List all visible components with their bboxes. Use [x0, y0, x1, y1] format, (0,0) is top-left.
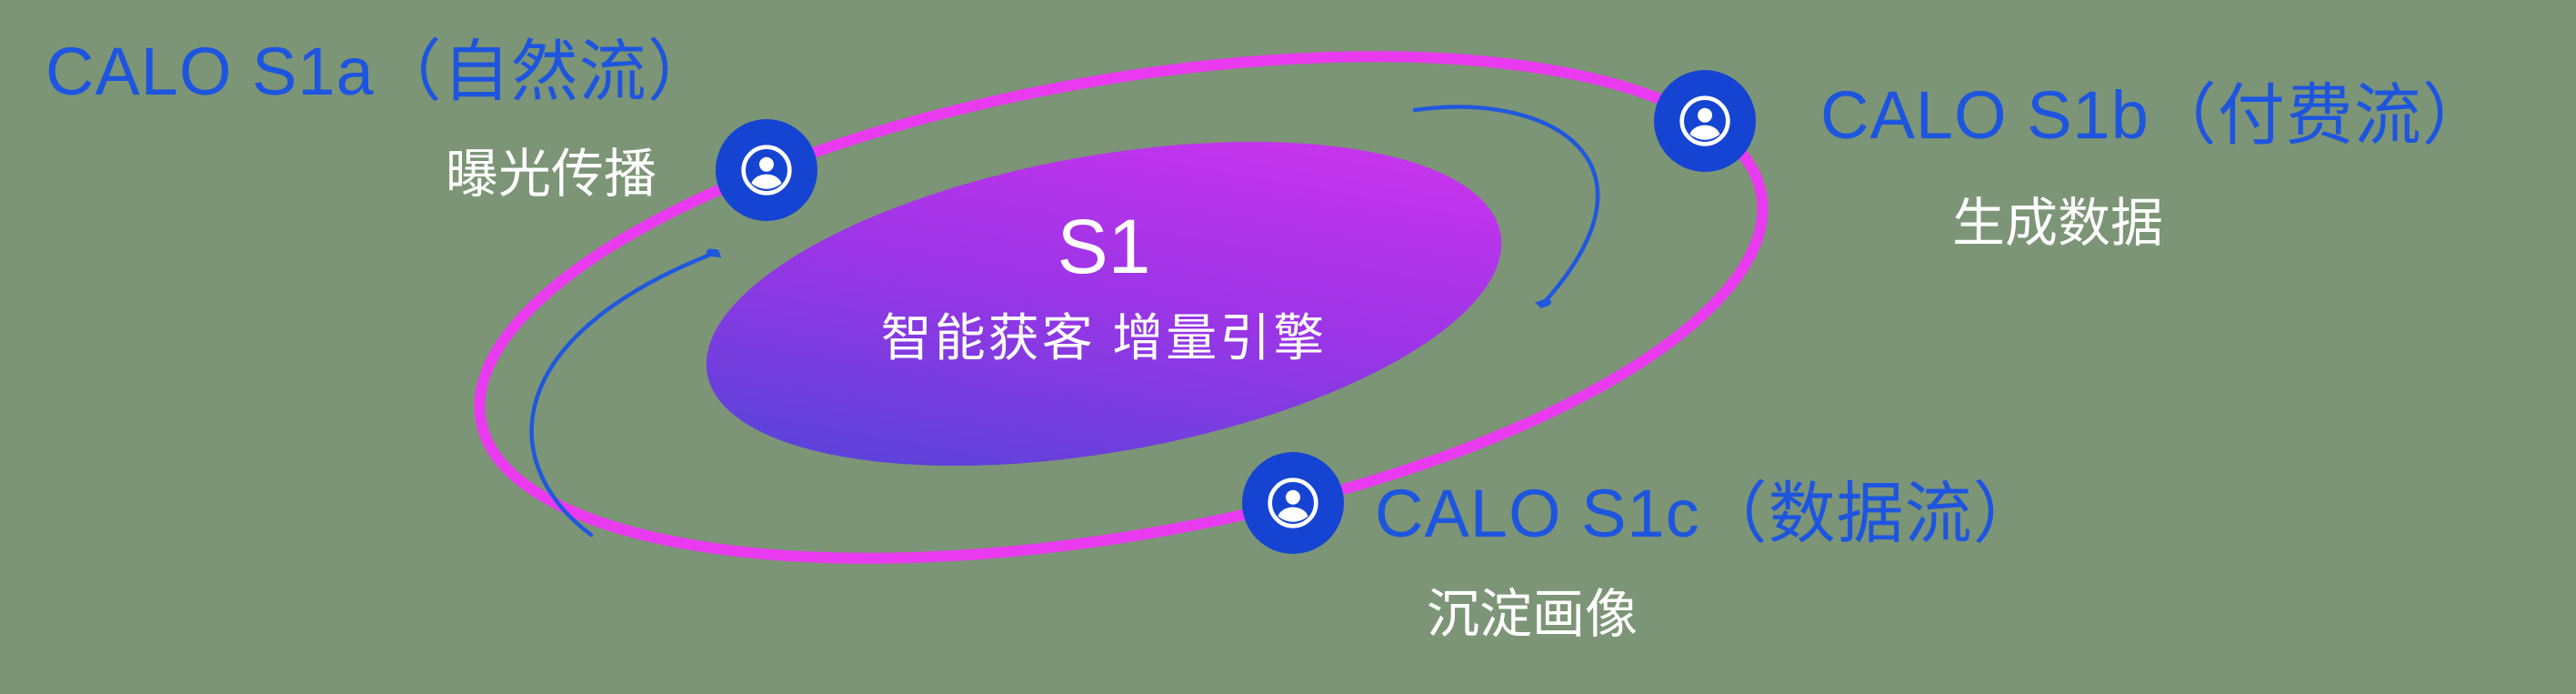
- label-s1c: CALO S1c（数据流）: [1375, 476, 2041, 551]
- label-s1b: CALO S1b（付费流）: [1820, 77, 2491, 153]
- sublabel-s1a: 曝光传播: [446, 145, 657, 204]
- sublabel-s1c: 沉淀画像: [1427, 585, 1639, 644]
- user-circle-icon: [1679, 96, 1730, 146]
- core-subtitle: 智能获客 增量引擎: [880, 308, 1328, 367]
- user-circle-icon: [1268, 478, 1318, 528]
- label-s1a: CALO S1a（自然流）: [45, 34, 716, 109]
- node-s1b: [1654, 70, 1756, 172]
- orbit-ring: [474, 51, 1769, 564]
- sublabel-s1b: 生成数据: [1952, 194, 2164, 253]
- user-circle-icon: [741, 145, 792, 196]
- core-ellipse: [706, 141, 1502, 467]
- node-s1c: [1242, 452, 1344, 554]
- core-title: S1: [1057, 204, 1151, 289]
- flow-arrow-right-icon: [1412, 105, 1600, 304]
- flow-arrow-left-icon: [529, 253, 715, 538]
- node-s1a: [716, 119, 817, 221]
- core-text-block: S1 智能获客 增量引擎: [849, 206, 1358, 371]
